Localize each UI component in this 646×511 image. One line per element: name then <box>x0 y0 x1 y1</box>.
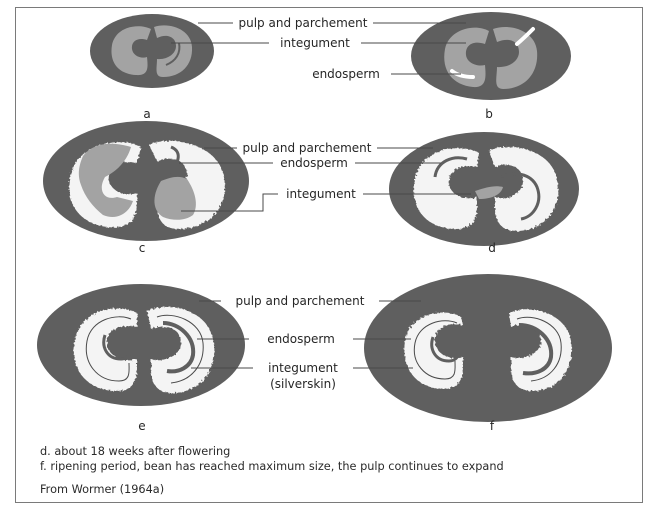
panel-a <box>90 14 214 88</box>
panel-letter-a: a <box>143 107 150 121</box>
label-pulp-and-parchement-2: pulp and parchement <box>243 141 372 155</box>
label-endosperm-1: endosperm <box>312 67 380 81</box>
label-endosperm-3: endosperm <box>267 332 335 346</box>
pulp-layer <box>411 12 571 100</box>
pulp-layer <box>364 274 612 422</box>
caption-source: From Wormer (1964a) <box>40 483 164 496</box>
coffee-bean-development-diagram: a b pulp and parchement integument endos… <box>16 8 642 502</box>
panel-letter-c: c <box>139 241 146 255</box>
panel-letter-e: e <box>138 419 145 433</box>
panel-letter-b: b <box>485 107 493 121</box>
pulp-layer <box>90 14 214 88</box>
label-pulp-and-parchement-1: pulp and parchement <box>239 16 368 30</box>
figure-frame: a b pulp and parchement integument endos… <box>15 7 643 503</box>
label-silverskin: (silverskin) <box>270 377 336 391</box>
label-endosperm-2: endosperm <box>280 156 348 170</box>
panel-e <box>37 284 245 406</box>
panel-f <box>364 274 612 422</box>
panel-b <box>411 12 571 100</box>
label-integument-2: integument <box>286 187 356 201</box>
panel-d <box>389 132 579 246</box>
caption-line-f: f. ripening period, bean has reached max… <box>40 460 504 473</box>
panel-letter-d: d <box>488 241 496 255</box>
label-integument-1: integument <box>280 36 350 50</box>
panel-c <box>43 121 249 241</box>
caption-line-d: d. about 18 weeks after flowering <box>40 445 230 458</box>
label-pulp-and-parchement-3: pulp and parchement <box>236 294 365 308</box>
label-integument-3: integument <box>268 361 338 375</box>
